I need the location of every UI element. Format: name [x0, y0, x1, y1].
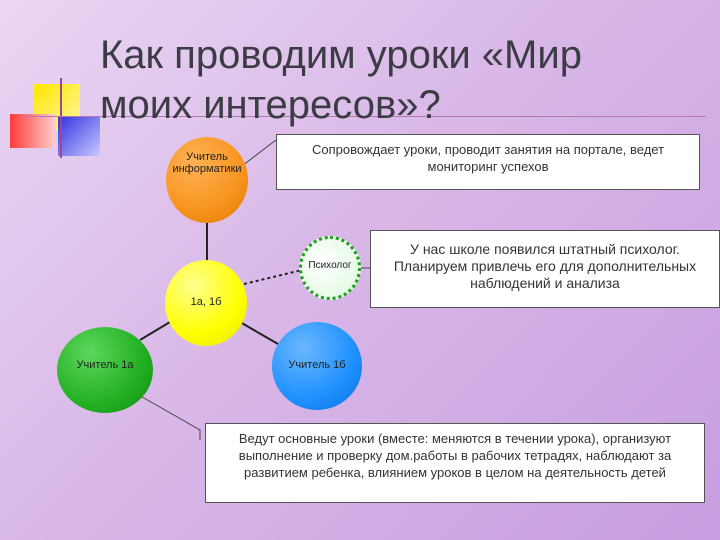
line-class-teacher1b	[239, 321, 279, 345]
decor-red-square	[10, 114, 56, 148]
note-informatics: Сопровождает уроки, проводит занятия на …	[276, 134, 700, 190]
node-teacher-1b: Учитель 1б	[272, 322, 362, 410]
decor-vertical-line	[60, 78, 62, 158]
node-informatics-teacher-label: Учитель информатики	[172, 151, 242, 175]
decor-blue-square	[58, 116, 100, 156]
decor-horizontal-line	[26, 116, 706, 117]
node-psychologist-label: Психолог	[308, 260, 352, 271]
note-psychologist: У нас школе появился штатный психолог. П…	[370, 230, 720, 308]
line-class-psychologist	[243, 269, 303, 285]
node-informatics-teacher: Учитель информатики	[166, 137, 248, 223]
node-teacher-1a-label: Учитель 1а	[76, 359, 134, 371]
callout-teachers	[129, 389, 201, 440]
node-psychologist: Психолог	[299, 236, 361, 300]
slide-title: Как проводим уроки «Мир моих интересов»?	[100, 33, 582, 127]
node-teacher-1a: Учитель 1а	[57, 327, 153, 413]
line-class-teacher1a	[139, 321, 171, 341]
node-class: 1а, 1б	[165, 260, 247, 346]
node-class-label: 1а, 1б	[190, 296, 222, 308]
note-teachers: Ведут основные уроки (вместе: меняются в…	[205, 423, 705, 503]
node-teacher-1b-label: Учитель 1б	[288, 359, 346, 371]
